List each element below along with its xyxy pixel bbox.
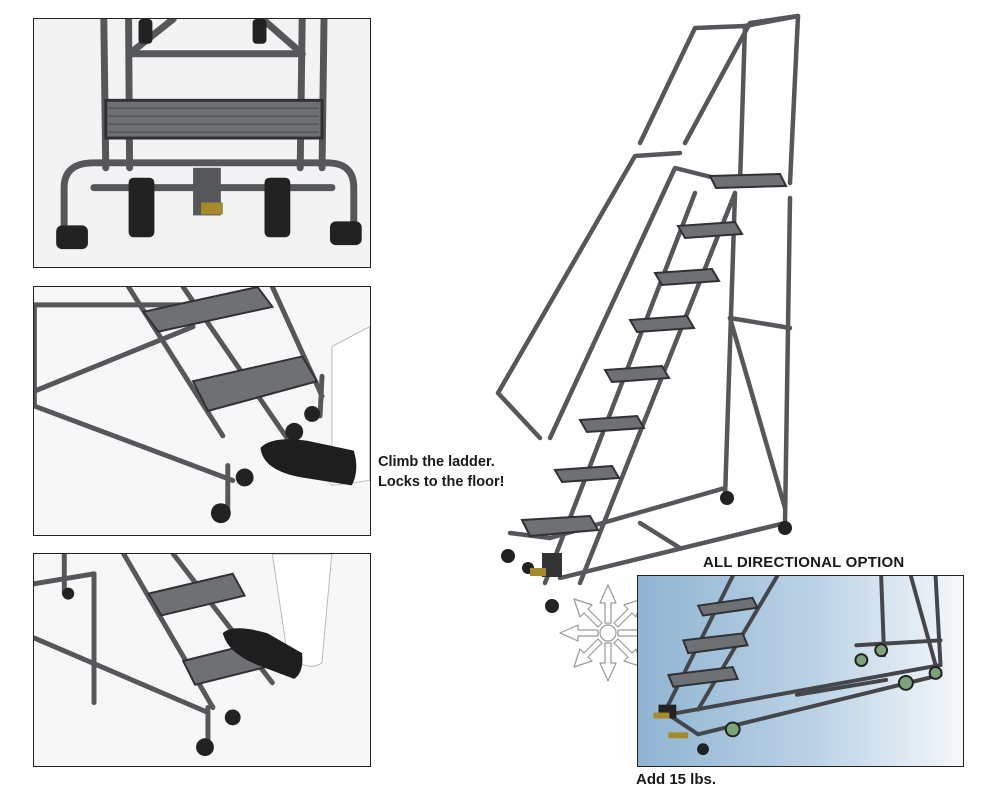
all-directional-option-illustration xyxy=(653,576,943,756)
step-lock-illustration xyxy=(34,554,333,757)
eight-direction-arrows-icon xyxy=(558,583,658,683)
rolling-ladder-photo xyxy=(490,8,810,618)
climb-caption-line-2: Locks to the floor! xyxy=(378,474,505,490)
option-title: ALL DIRECTIONAL OPTION xyxy=(703,554,905,571)
rolling-ladder-illustration xyxy=(495,13,801,613)
climb-caption-line-1: Climb the ladder. xyxy=(378,454,495,470)
all-directional-option-photo xyxy=(637,575,964,767)
detail-photo-base xyxy=(33,18,371,268)
climb-caption: Climb the ladder. Locks to the floor! xyxy=(378,452,558,492)
climb-lock-illustration xyxy=(34,287,370,524)
detail-photo-climb xyxy=(33,286,371,536)
detail-photo-step xyxy=(33,553,371,767)
option-weight-note: Add 15 lbs. xyxy=(636,771,717,788)
ladder-base-illustration xyxy=(56,19,362,250)
